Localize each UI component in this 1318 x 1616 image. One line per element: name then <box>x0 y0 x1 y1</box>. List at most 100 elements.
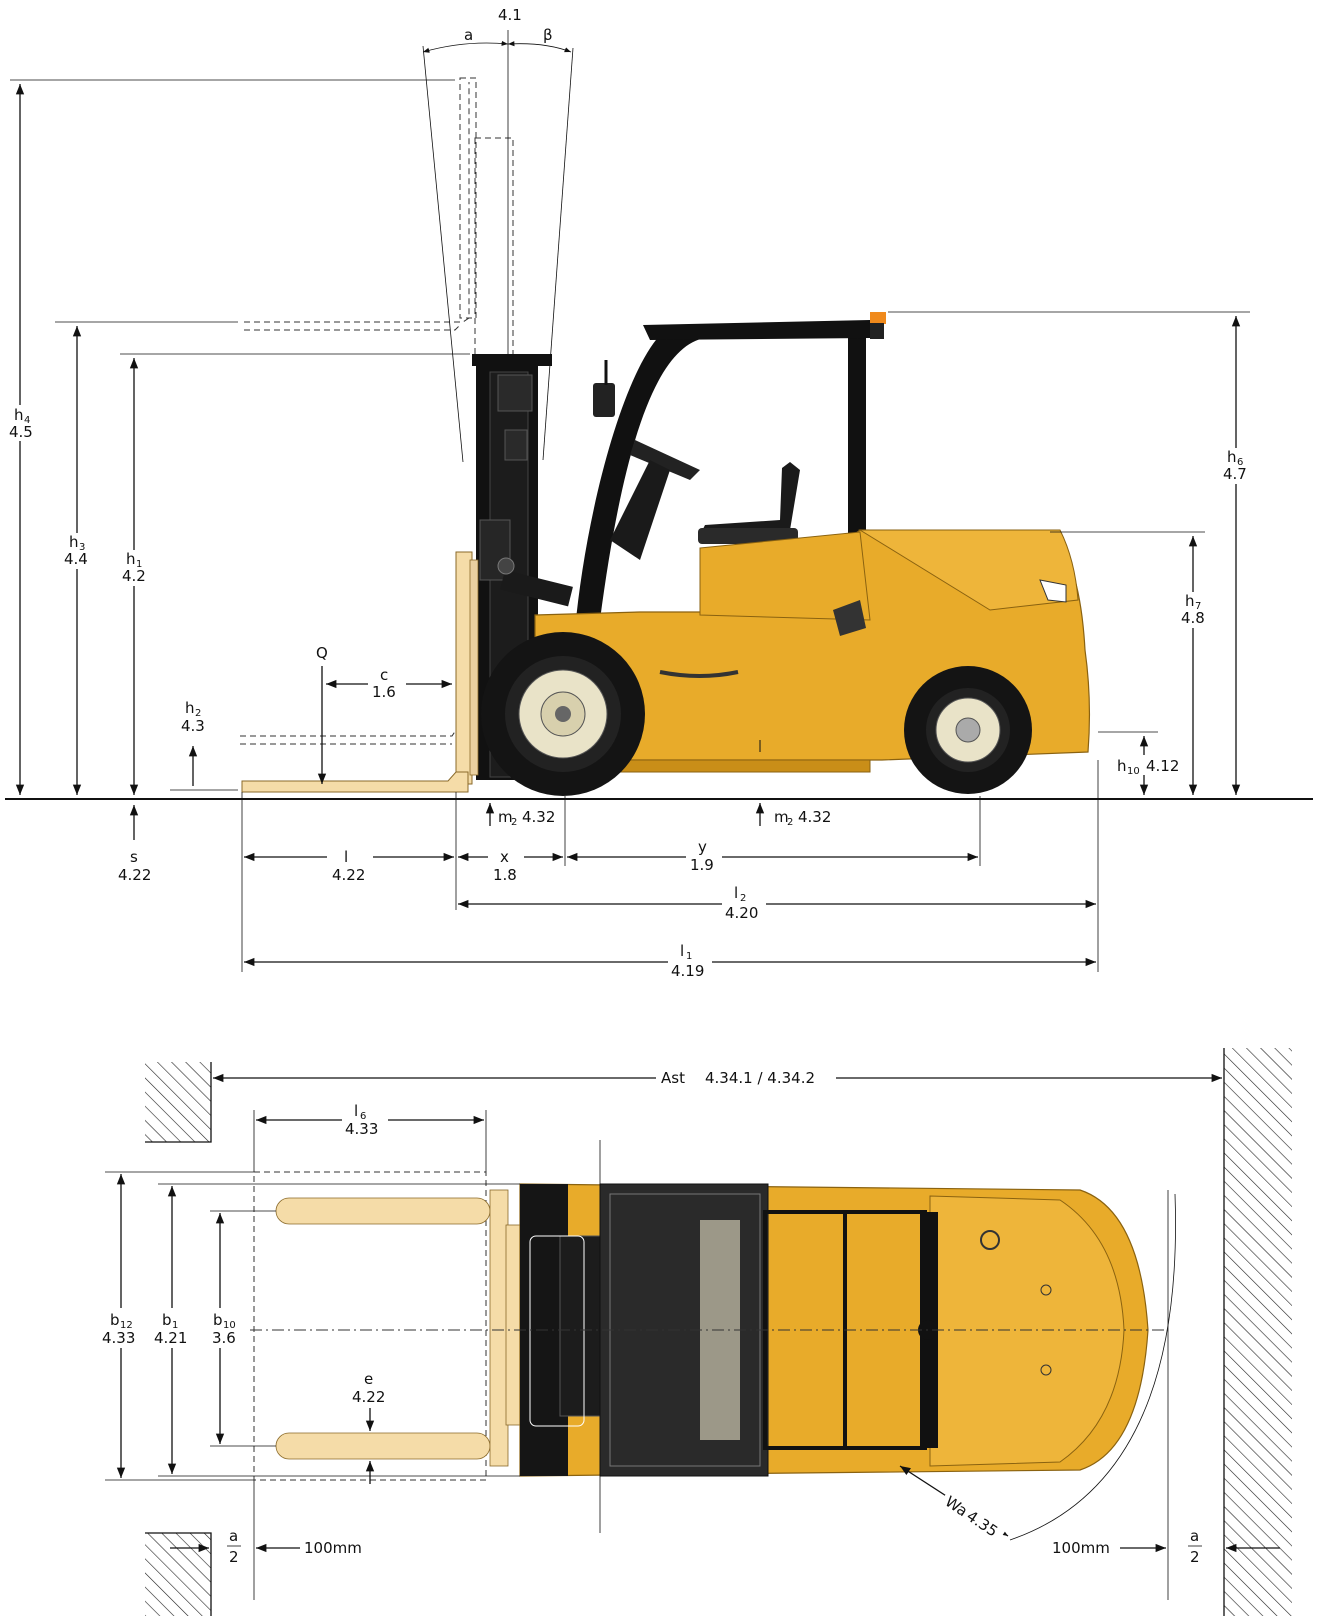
e-code: 4.22 <box>352 1388 385 1406</box>
h4-code: 4.5 <box>9 423 33 441</box>
dim-x: x 1.8 <box>458 846 563 886</box>
svg-text:2: 2 <box>195 708 201 719</box>
ast-symbol: Ast <box>661 1069 685 1087</box>
svg-text:1: 1 <box>136 559 142 570</box>
c-symbol: c <box>380 666 388 684</box>
load-Q-label: Q <box>316 644 328 662</box>
tilt-back-symbol: β <box>543 26 553 44</box>
h10-code: 4.12 <box>1146 757 1179 775</box>
h6-symbol: h <box>1227 448 1237 466</box>
h7-code: 4.8 <box>1181 609 1205 627</box>
raised-fork-outline <box>244 77 514 359</box>
dim-m2-centre: m 2 4.32 <box>755 803 831 828</box>
ast-code: 4.34.1 / 4.34.2 <box>705 1069 815 1087</box>
top-view: Ast 4.34.1 / 4.34.2 l 6 4.33 b 12 4.33 <box>100 1048 1292 1616</box>
warning-light <box>870 312 886 324</box>
frac-right-den: 2 <box>1190 1548 1200 1566</box>
svg-text:10: 10 <box>1127 766 1140 777</box>
l2-symbol: l <box>734 884 738 902</box>
tilt-forward-symbol: a <box>464 26 473 44</box>
l6-code: 4.33 <box>345 1120 378 1138</box>
lifted-fork-outline <box>240 729 457 745</box>
dim-h7: h 7 4.8 <box>1050 531 1212 795</box>
dim-m2-front: m 2 4.32 <box>485 803 555 828</box>
h3-code: 4.4 <box>64 550 88 568</box>
m2-centre-symbol: m <box>774 808 789 826</box>
svg-text:7: 7 <box>1195 601 1201 612</box>
clearance-right-value: 100mm <box>1052 1539 1110 1557</box>
dim-s: s 4.22 <box>118 805 151 884</box>
h2-code: 4.3 <box>181 717 205 735</box>
dim-e: e 4.22 <box>352 1370 385 1484</box>
side-view: h 4 4.5 h 3 4.4 h 1 4.2 h 2 4.3 <box>5 6 1313 982</box>
c-code: 1.6 <box>372 683 396 701</box>
dim-l: l 4.22 <box>244 846 454 886</box>
svg-text:12: 12 <box>120 1320 133 1331</box>
x-code: 1.8 <box>493 866 517 884</box>
h1-symbol: h <box>126 550 136 568</box>
e-symbol: e <box>364 1370 373 1388</box>
dim-l2: l 2 4.20 <box>458 884 1096 924</box>
m2-front-code: 4.32 <box>522 808 555 826</box>
h2-symbol: h <box>185 699 195 717</box>
l1-symbol: l <box>680 942 684 960</box>
dim-l1: l 1 4.19 <box>244 942 1096 982</box>
h6-code: 4.7 <box>1223 465 1247 483</box>
frac-left-den: 2 <box>229 1548 239 1566</box>
l6-symbol: l <box>354 1102 358 1120</box>
h1-code: 4.2 <box>122 567 146 585</box>
dim-tilt: 4.1 a β <box>464 6 553 44</box>
dim-h3: h 3 4.4 <box>55 321 238 795</box>
b10-symbol: b <box>213 1311 223 1329</box>
front-wheel <box>481 632 645 796</box>
svg-text:10: 10 <box>223 1320 236 1331</box>
dim-b12: b 12 4.33 <box>100 1171 254 1481</box>
h10-symbol: h <box>1117 757 1127 775</box>
b10-code: 3.6 <box>212 1329 236 1347</box>
fork-carriage <box>241 551 479 793</box>
x-symbol: x <box>500 848 509 866</box>
rear-wheel <box>904 666 1032 794</box>
dim-h4: h 4 4.5 <box>6 79 455 795</box>
b1-code: 4.21 <box>154 1329 187 1347</box>
frac-right-num: a <box>1190 1527 1199 1545</box>
wall-bottom-left <box>145 1532 212 1616</box>
svg-text:1: 1 <box>172 1320 178 1331</box>
h3-symbol: h <box>69 533 79 551</box>
clearance-left: a 2 100mm <box>170 1480 362 1600</box>
m2-centre-code: 4.32 <box>798 808 831 826</box>
dim-y: y 1.9 <box>567 838 978 876</box>
svg-text:3: 3 <box>79 542 85 553</box>
dim-h10: h 10 4.12 <box>1098 731 1179 795</box>
frac-left-num: a <box>229 1527 238 1545</box>
s-symbol: s <box>130 848 138 866</box>
dim-h1: h 1 4.2 <box>118 353 470 795</box>
dim-h6: h 6 4.7 <box>888 311 1254 795</box>
turning-arc <box>1009 1193 1176 1541</box>
l-code: 4.22 <box>332 866 365 884</box>
tilt-lines <box>422 30 574 463</box>
svg-text:6: 6 <box>1237 457 1243 468</box>
dim-b10: b 10 3.6 <box>206 1210 276 1447</box>
l-symbol: l <box>344 848 348 866</box>
dim-b1: b 1 4.21 <box>152 1183 520 1477</box>
b12-symbol: b <box>110 1311 120 1329</box>
wall-right <box>1223 1048 1292 1616</box>
b12-code: 4.33 <box>102 1329 135 1347</box>
h4-symbol: h <box>14 406 24 424</box>
svg-text:2: 2 <box>511 817 517 828</box>
dim-ast: Ast 4.34.1 / 4.34.2 <box>213 1066 1222 1088</box>
b1-symbol: b <box>162 1311 172 1329</box>
l1-code: 4.19 <box>671 962 704 980</box>
dim-load-centre: Q c 1.6 <box>316 644 452 784</box>
clearance-left-value: 100mm <box>304 1539 362 1557</box>
operator-area <box>610 440 800 560</box>
l2-code: 4.20 <box>725 904 758 922</box>
overhead-guard <box>575 312 886 630</box>
top-forks <box>275 1189 521 1467</box>
dim-l6: l 6 4.33 <box>253 1102 487 1172</box>
svg-text:4: 4 <box>24 415 30 426</box>
svg-text:6: 6 <box>360 1111 366 1122</box>
svg-text:1: 1 <box>686 951 692 962</box>
